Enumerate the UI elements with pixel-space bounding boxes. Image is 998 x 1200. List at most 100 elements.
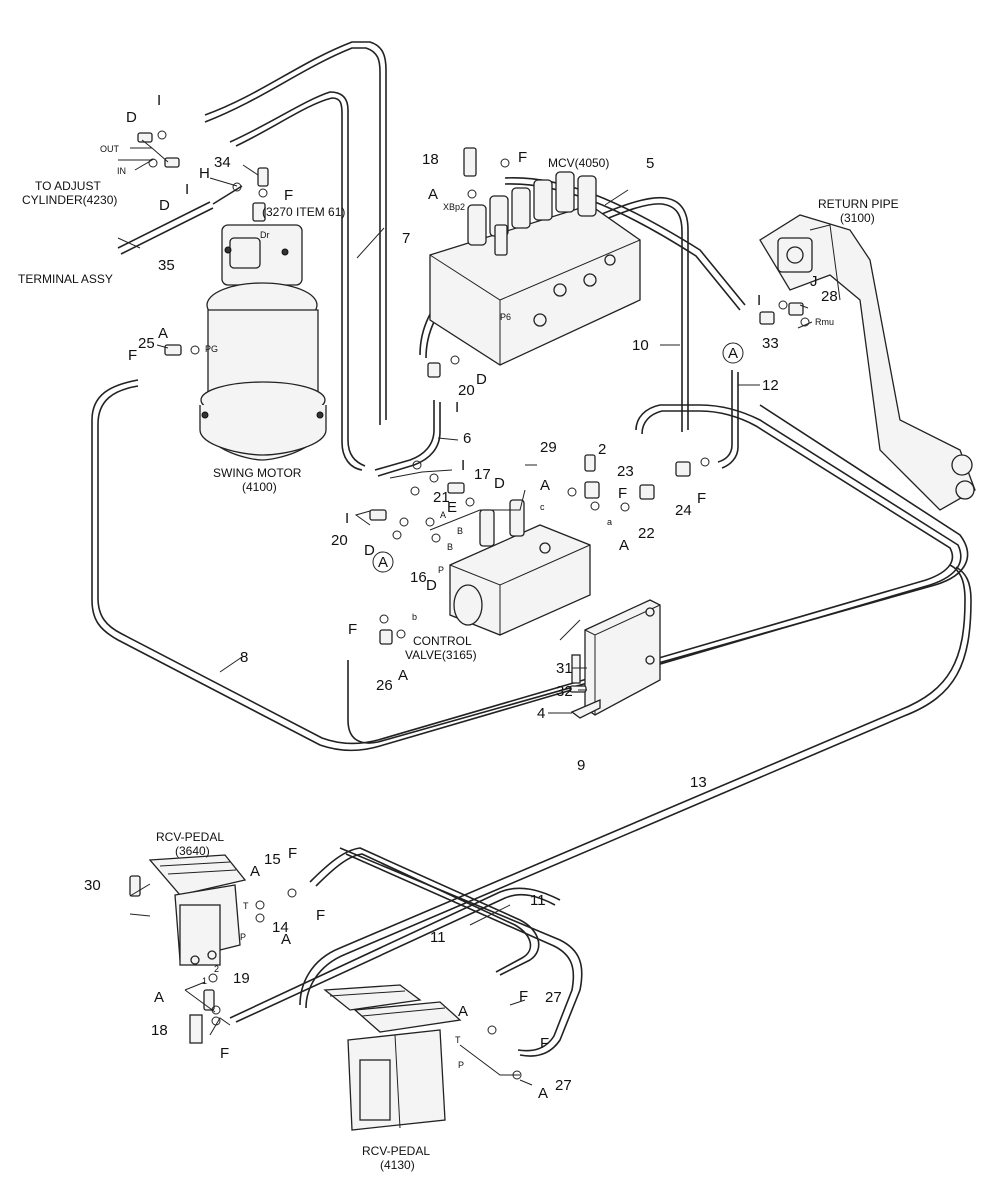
port-label: c — [540, 502, 545, 512]
svg-text:22: 22 — [638, 525, 655, 542]
svg-text:F: F — [618, 485, 627, 502]
svg-text:20: 20 — [331, 532, 348, 549]
svg-text:29: 29 — [540, 439, 557, 456]
svg-text:D: D — [364, 542, 375, 559]
rcv-pedal-top-label: RCV-PEDAL — [156, 830, 224, 844]
port-label: IN — [117, 166, 126, 176]
svg-text:33: 33 — [762, 335, 779, 352]
to-adjust-label-2: CYLINDER(4230) — [22, 193, 117, 207]
hose-8 — [91, 379, 962, 752]
leader-lines — [117, 139, 813, 1086]
svg-text:34: 34 — [214, 154, 231, 171]
rcv-pedal-top-part — [148, 854, 247, 966]
port-label: 1 — [202, 976, 207, 986]
rcv-pedal-bottom-part — [323, 984, 462, 1131]
hose-6 — [374, 400, 441, 477]
svg-text:28: 28 — [821, 288, 838, 305]
item-ref-label: (3270 ITEM 61) — [262, 205, 345, 219]
svg-text:12: 12 — [762, 377, 779, 394]
svg-text:I: I — [455, 399, 459, 416]
svg-text:I: I — [757, 292, 761, 309]
svg-text:A: A — [154, 989, 164, 1006]
svg-text:5: 5 — [646, 155, 654, 172]
svg-text:25: 25 — [138, 335, 155, 352]
svg-text:D: D — [476, 371, 487, 388]
svg-text:H: H — [199, 165, 210, 182]
hose-7-upper — [204, 41, 387, 471]
svg-text:23: 23 — [617, 463, 634, 480]
svg-text:7: 7 — [402, 230, 410, 247]
port-label: XBp2 — [443, 202, 465, 212]
svg-text:20: 20 — [458, 382, 475, 399]
svg-text:35: 35 — [158, 257, 175, 274]
svg-text:24: 24 — [675, 502, 692, 519]
svg-text:27: 27 — [545, 989, 562, 1006]
svg-text:A: A — [540, 477, 550, 494]
port-label: P — [240, 932, 246, 942]
svg-text:26: 26 — [376, 677, 393, 694]
circled-a-marker-top: A — [722, 342, 744, 364]
svg-text:F: F — [128, 347, 137, 364]
port-label: B — [457, 526, 463, 536]
swing-motor-label: SWING MOTOR — [213, 466, 302, 480]
svg-text:F: F — [540, 1035, 549, 1052]
mcv-label: MCV(4050) — [548, 156, 609, 170]
svg-text:21: 21 — [433, 489, 450, 506]
svg-text:I: I — [185, 181, 189, 198]
svg-text:I: I — [157, 92, 161, 109]
svg-text:F: F — [316, 907, 325, 924]
svg-text:10: 10 — [632, 337, 649, 354]
svg-text:A: A — [378, 554, 388, 571]
svg-text:18: 18 — [422, 151, 439, 168]
rcv-pedal-bottom-label: RCV-PEDAL — [362, 1144, 430, 1158]
svg-text:A: A — [619, 537, 629, 554]
svg-text:D: D — [159, 197, 170, 214]
svg-text:6: 6 — [463, 430, 471, 447]
hose-9-13 — [299, 404, 972, 1009]
port-label: OUT — [100, 144, 120, 154]
svg-text:13: 13 — [690, 774, 707, 791]
svg-text:F: F — [284, 187, 293, 204]
svg-text:I: I — [461, 457, 465, 474]
svg-text:A: A — [250, 863, 260, 880]
svg-text:14: 14 — [272, 919, 289, 936]
svg-text:F: F — [348, 621, 357, 638]
svg-text:4: 4 — [537, 705, 545, 722]
port-label: Dr — [260, 230, 270, 240]
rcv-pedal-bottom-label-2: (4130) — [380, 1158, 415, 1172]
terminal-assy-label: TERMINAL ASSY — [18, 272, 113, 286]
svg-text:F: F — [519, 988, 528, 1005]
svg-text:9: 9 — [577, 757, 585, 774]
swing-motor-label-2: (4100) — [242, 480, 277, 494]
svg-text:17: 17 — [474, 466, 491, 483]
port-label: P — [438, 565, 444, 575]
svg-text:A: A — [458, 1003, 468, 1020]
to-adjust-label: TO ADJUST — [35, 179, 101, 193]
svg-text:A: A — [281, 931, 291, 948]
callout-letters: D I D I H F A F F A D I I D E I D D A F … — [126, 92, 818, 1102]
svg-text:A: A — [158, 325, 168, 342]
control-valve-label-2: VALVE(3165) — [405, 648, 477, 662]
svg-text:19: 19 — [233, 970, 250, 987]
hose-12 — [717, 370, 739, 469]
svg-text:D: D — [126, 109, 137, 126]
svg-text:32: 32 — [556, 683, 573, 700]
svg-text:J: J — [810, 273, 818, 290]
svg-text:11: 11 — [530, 892, 546, 909]
svg-text:F: F — [518, 149, 527, 166]
svg-text:I: I — [345, 510, 349, 527]
hose-11 — [229, 847, 583, 1057]
port-label: a — [607, 517, 612, 527]
svg-text:11: 11 — [430, 929, 446, 946]
svg-text:2: 2 — [598, 441, 606, 458]
svg-text:D: D — [494, 475, 505, 492]
svg-text:15: 15 — [264, 851, 281, 868]
svg-text:27: 27 — [555, 1077, 572, 1094]
return-pipe-label-2: (3100) — [840, 211, 875, 225]
port-label: 2 — [214, 964, 219, 974]
svg-text:A: A — [428, 186, 438, 203]
svg-text:18: 18 — [151, 1022, 168, 1039]
bracket-part — [570, 599, 661, 719]
hose-5 — [504, 176, 746, 311]
